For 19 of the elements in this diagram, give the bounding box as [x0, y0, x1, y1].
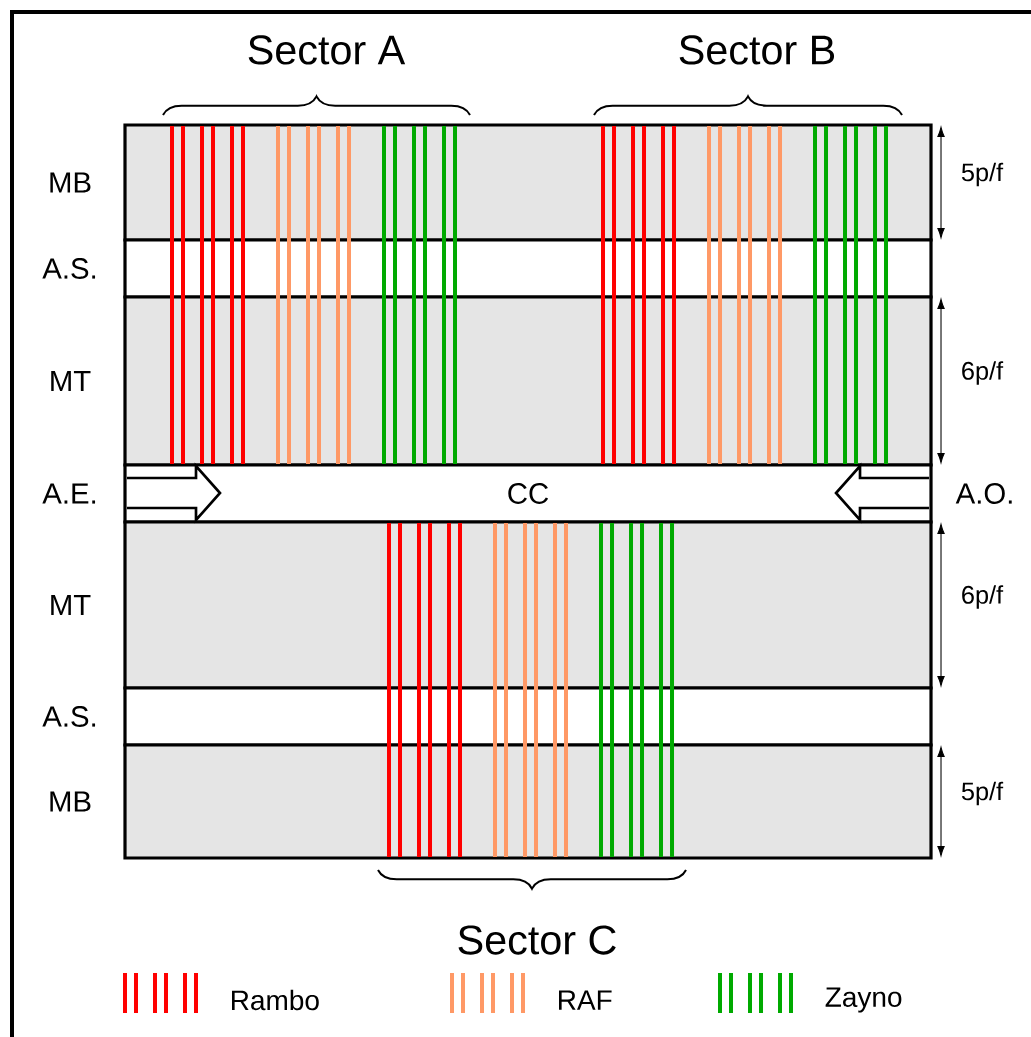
legend-label: Zayno [825, 987, 902, 1013]
dimension-label: 5p/f [959, 780, 1005, 807]
row-label: MT [51, 594, 91, 616]
row-label: A.S. [42, 706, 96, 727]
side-label: A.E. [42, 483, 96, 504]
dimension-label: 6p/f [959, 359, 1005, 387]
legend-label: RAF [559, 990, 612, 1010]
row-label: A.S. [42, 258, 96, 279]
legend-label: Rambo [232, 989, 319, 1011]
row-label: MB [50, 791, 91, 812]
dimension-label: 5p/f [959, 161, 1005, 188]
side-label: A.O. [955, 483, 1012, 504]
row-label: MT [51, 370, 91, 392]
sector-label: Sector A [248, 35, 406, 65]
dimension-label: 6p/f [959, 583, 1005, 611]
sector-label: Sector B [679, 35, 835, 65]
sector-label: Sector C [458, 925, 616, 955]
row-label: MB [50, 172, 91, 193]
band-label: CC [508, 483, 549, 504]
